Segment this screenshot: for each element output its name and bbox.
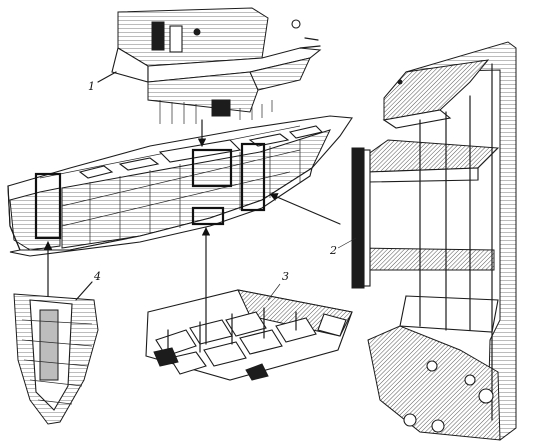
callout-4: 4 [93,270,101,283]
double-bottom-block [145,289,353,381]
double-bottom-frame [191,206,225,226]
callout-3: 3 [282,270,289,283]
superstructure-block [97,7,322,124]
bow-section-frame [34,172,62,240]
bow-block [13,281,99,425]
assembly-arrows [43,119,341,345]
side-section-block [351,41,517,441]
superstructure-mount-frame [191,148,233,188]
callout-1: 1 [88,80,95,93]
arrow-side-section [269,193,341,225]
side-section-frame [240,142,266,212]
callout-2: 2 [329,244,337,257]
